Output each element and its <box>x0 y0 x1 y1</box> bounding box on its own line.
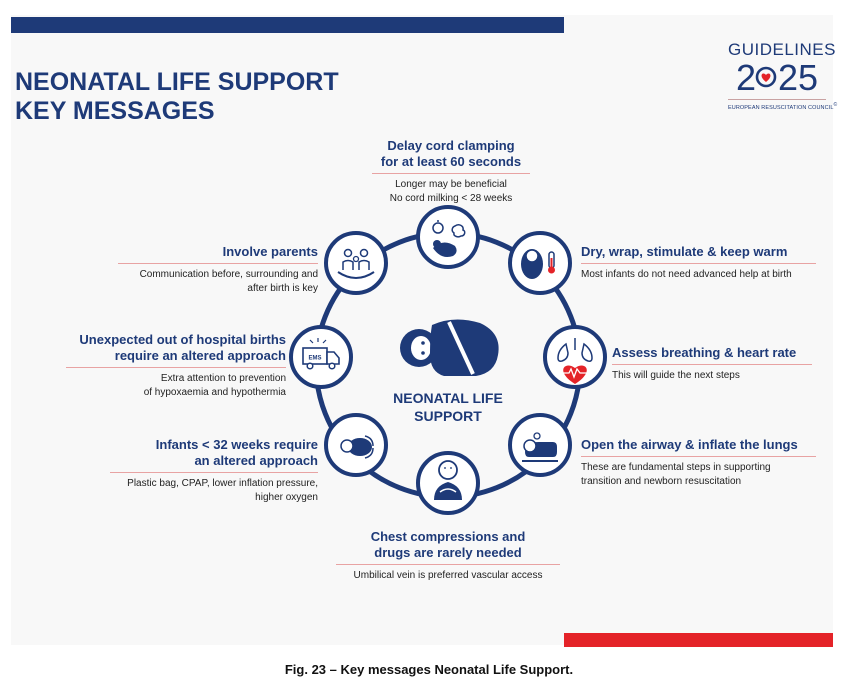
baby-stopwatch-icon <box>416 205 480 269</box>
airway-mask-icon <box>508 413 572 477</box>
wrapped-baby-thermometer-icon <box>508 231 572 295</box>
message-assess: Assess breathing & heart rate This will … <box>612 345 812 383</box>
divider <box>118 263 318 264</box>
title-line-2: KEY MESSAGES <box>15 97 215 125</box>
divider <box>612 364 812 365</box>
preterm-infant-icon <box>324 413 388 477</box>
divider <box>110 472 318 473</box>
guidelines-logo: GUIDELINES 2 25 EUROPEAN RESUSCITATION CO… <box>728 40 838 111</box>
message-dry-wrap: Dry, wrap, stimulate & keep warm Most in… <box>581 244 816 282</box>
top-accent-bar <box>11 17 564 33</box>
message-preterm: Infants < 32 weeks require an altered ap… <box>110 437 318 505</box>
ems-ambulance-icon: EMS <box>289 325 353 389</box>
logo-year-left: 2 <box>735 57 756 98</box>
divider <box>581 263 816 264</box>
heart-lungs-logo-icon <box>755 66 777 88</box>
divider <box>66 367 286 368</box>
baby-compression-icon <box>416 451 480 515</box>
divider <box>336 564 560 565</box>
message-involve-parents: Involve parents Communication before, su… <box>118 244 318 296</box>
divider <box>581 456 816 457</box>
logo-year: 2 25 <box>728 60 826 96</box>
bottom-accent-bar <box>564 633 833 647</box>
logo-year-right: 25 <box>777 57 819 98</box>
center-label: NEONATAL LIFE SUPPORT <box>393 390 503 424</box>
page-title: NEONATAL LIFE SUPPORT KEY MESSAGES <box>15 68 339 126</box>
title-line-1: NEONATAL LIFE SUPPORT <box>15 68 339 96</box>
logo-word: GUIDELINES <box>728 40 836 59</box>
figure-caption: Fig. 23 – Key messages Neonatal Life Sup… <box>284 662 574 677</box>
family-hands-icon <box>324 231 388 295</box>
logo-divider <box>728 99 826 100</box>
message-chest-compressions: Chest compressions and drugs are rarely … <box>336 529 560 583</box>
message-out-of-hospital: Unexpected out of hospital births requir… <box>66 332 286 400</box>
lungs-heart-icon <box>543 325 607 389</box>
swaddled-baby-icon <box>400 319 499 376</box>
message-cord-clamping: Delay cord clamping for at least 60 seco… <box>372 138 530 206</box>
ems-label: EMS <box>308 356 321 362</box>
logo-subtitle: EUROPEAN RESUSCITATION COUNCIL© <box>728 102 838 111</box>
message-airway: Open the airway & inflate the lungs Thes… <box>581 437 816 489</box>
divider <box>372 173 530 174</box>
